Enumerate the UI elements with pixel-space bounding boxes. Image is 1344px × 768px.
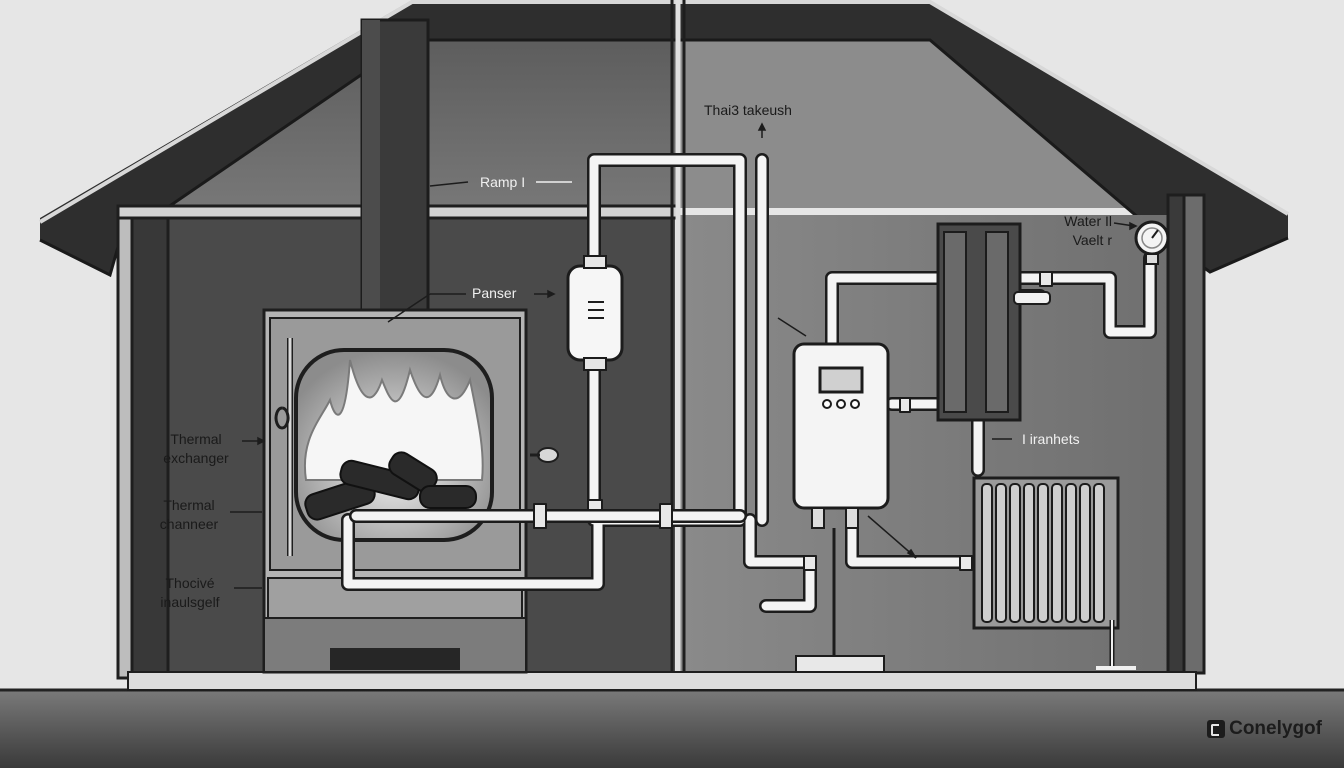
label-thermal-exchanger-line1: Thermal	[170, 431, 222, 447]
control-unit	[792, 342, 890, 673]
label-flue-top: Thai3 takeush	[704, 102, 792, 118]
pipe-network	[341, 153, 1157, 613]
label-panser: Panser	[472, 285, 517, 301]
brand-name: Conelygof	[1229, 718, 1322, 739]
label-thermal-channeer: Thermal channeer	[144, 496, 234, 534]
label-thermal-channeer-line2: channeer	[159, 516, 219, 532]
radiator	[972, 476, 1136, 670]
pressure-gauge	[1134, 220, 1170, 265]
wood-stove	[262, 308, 559, 674]
label-water-line1: Water Il	[1064, 213, 1112, 229]
manifold-panel	[936, 222, 1051, 422]
label-pump: Ramp I	[480, 174, 526, 190]
expansion-tank	[566, 255, 624, 371]
label-water: Water Il Vaelt r	[1040, 212, 1112, 250]
chimney-flue	[360, 18, 430, 312]
label-thermal-exchanger-line2: exchanger	[163, 450, 229, 466]
label-thermal-exchanger: Thermal exchanger	[150, 430, 242, 468]
ground	[0, 690, 1344, 768]
label-thocive: Thocivé inaulsgelf	[148, 574, 232, 612]
walls	[116, 0, 1206, 680]
label-thocive-line1: Thocivé	[165, 575, 215, 591]
logo-mark-icon	[1207, 720, 1226, 738]
logs	[304, 451, 477, 521]
label-thocive-line2: inaulsgelf	[160, 594, 220, 610]
floor-slab	[127, 671, 1197, 691]
flame	[303, 359, 484, 481]
leader-lines	[230, 122, 1138, 589]
brand-watermark: Conelygof	[1207, 718, 1322, 740]
label-irannets: I iranhets	[1022, 431, 1080, 447]
label-thermal-channeer-line1: Thermal	[163, 497, 215, 513]
label-water-line2: Vaelt r	[1072, 232, 1112, 248]
